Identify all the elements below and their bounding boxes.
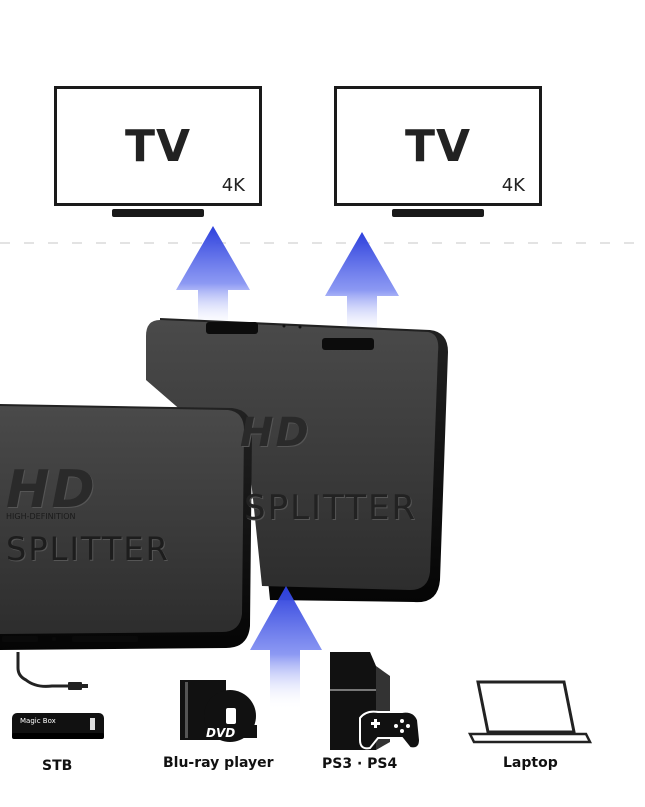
set-top-box-icon bbox=[12, 652, 104, 739]
tv-title: TV bbox=[124, 121, 192, 172]
device-label-console: PS3 · PS4 bbox=[322, 756, 398, 772]
splitter-back-logo: HD bbox=[240, 410, 311, 456]
tv-left: TV 4K bbox=[54, 86, 266, 218]
splitter-front-label: SPLITTER bbox=[6, 530, 170, 568]
tv-title: TV bbox=[404, 121, 472, 172]
dvd-mark: DVD bbox=[206, 726, 236, 740]
dvd-player-icon bbox=[180, 680, 257, 742]
laptop-icon bbox=[467, 680, 593, 744]
stb-brand: Magic Box bbox=[20, 717, 56, 725]
arrow-up-left-icon bbox=[176, 226, 250, 330]
tv-right: TV 4K bbox=[334, 86, 546, 218]
device-label-stb: STB bbox=[42, 758, 73, 774]
splitter-back bbox=[146, 318, 448, 603]
splitter-front bbox=[0, 404, 252, 650]
splitter-back-label: SPLITTER bbox=[244, 488, 418, 528]
tv-resolution: 4K bbox=[501, 175, 525, 196]
device-label-bluray: Blu-ray player bbox=[163, 755, 274, 771]
tv-screen: TV 4K bbox=[54, 86, 262, 206]
tv-stand bbox=[112, 209, 204, 217]
splitter-front-logo: HD bbox=[6, 460, 97, 520]
splitter-front-subtitle: HIGH-DEFINITION bbox=[6, 512, 76, 521]
arrow-up-right-icon bbox=[325, 232, 399, 338]
tv-resolution: 4K bbox=[221, 175, 245, 196]
device-label-laptop: Laptop bbox=[503, 755, 558, 771]
tv-screen: TV 4K bbox=[334, 86, 542, 206]
tv-stand bbox=[392, 209, 484, 217]
game-console-icon bbox=[330, 652, 422, 750]
arrow-up-input-icon bbox=[250, 586, 322, 710]
